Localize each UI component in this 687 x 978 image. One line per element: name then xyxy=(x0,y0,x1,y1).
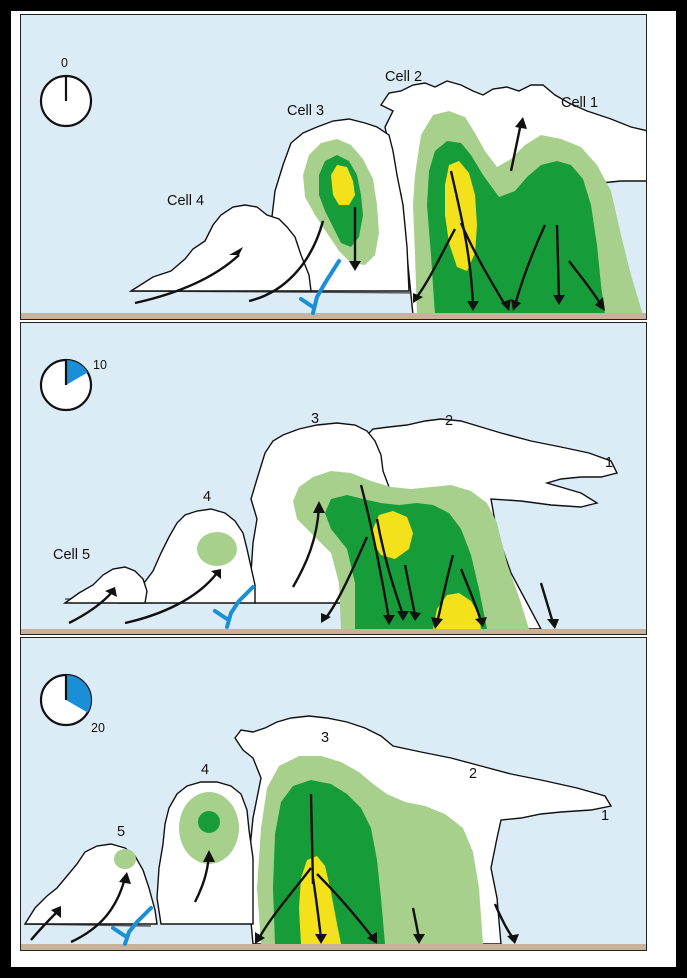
label-cell-1: 1 xyxy=(601,808,609,824)
precip-cell-5 xyxy=(114,849,136,869)
ground xyxy=(21,944,647,951)
label-cell-1: 1 xyxy=(605,455,613,471)
panel-time-20: 20 xyxy=(20,637,647,951)
label-cell-4: 4 xyxy=(203,489,211,505)
label-cell-3: 3 xyxy=(321,730,329,746)
panel-2-diagram: 10 xyxy=(21,323,647,635)
precip-cell-4 xyxy=(197,532,237,566)
label-cell-3: 3 xyxy=(311,411,319,427)
clock-label: 0 xyxy=(61,56,68,70)
ground xyxy=(21,313,647,320)
panel-3-diagram: 20 xyxy=(21,638,647,951)
label-cell-2: Cell 2 xyxy=(385,69,422,85)
panel-time-0: 0 xyxy=(20,14,647,320)
clock-icon: 20 xyxy=(41,675,105,735)
ground xyxy=(21,629,647,635)
cloud-cell-5 xyxy=(25,844,157,924)
label-cell-5: Cell 5 xyxy=(53,547,90,563)
label-cell-3: Cell 3 xyxy=(287,103,324,119)
label-cell-4: 4 xyxy=(201,762,209,778)
downdraft-arrow xyxy=(541,583,553,623)
label-cell-1: Cell 1 xyxy=(561,95,598,111)
clock-label: 20 xyxy=(91,721,105,735)
label-cell-5: 5 xyxy=(117,824,125,840)
label-cell-2: 2 xyxy=(469,766,477,782)
label-cell-2: 2 xyxy=(445,413,453,429)
panel-1-diagram: 0 xyxy=(21,15,647,320)
clock-label: 10 xyxy=(93,358,107,372)
clock-icon: 10 xyxy=(41,358,107,410)
precip-cell-4-dark xyxy=(198,811,220,833)
panel-time-10: 10 xyxy=(20,322,647,635)
label-cell-4: Cell 4 xyxy=(167,193,204,209)
clock-icon: 0 xyxy=(41,56,91,126)
